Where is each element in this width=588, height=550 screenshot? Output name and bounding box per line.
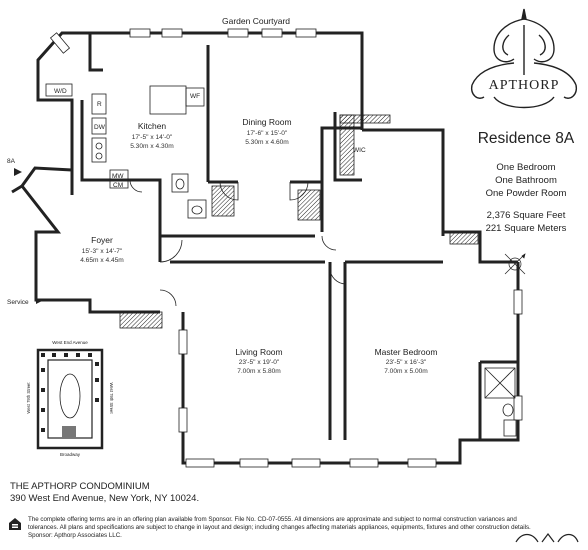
keyplan-left-label: West 79th Street: [26, 382, 31, 414]
master-name: Master Bedroom: [375, 347, 438, 357]
dining-name: Dining Room: [242, 117, 291, 127]
label-service: Service: [7, 299, 29, 306]
residence-title: Residence 8A: [477, 130, 575, 147]
dining-dim-metric: 5.30m x 4.60m: [245, 139, 289, 146]
equal-housing-icon: [9, 518, 21, 530]
label-wf: WF: [190, 93, 200, 100]
area-square-feet: 2,376 Square Feet: [486, 210, 566, 221]
sponsor-logo-icon: [515, 533, 579, 543]
living-dim-imperial: 23'-5" x 19'-0": [239, 359, 280, 366]
master-dim-metric: 7.00m x 5.00m: [384, 368, 428, 375]
keyplan-top-label: West End Avenue: [52, 340, 88, 345]
kitchen-dim-metric: 5.30m x 4.30m: [130, 143, 174, 150]
compass-icon: [504, 253, 526, 275]
foyer-dim-metric: 4.65m x 4.45m: [80, 257, 124, 264]
logo-text: APTHORP: [489, 78, 560, 93]
feature-powder-room: One Powder Room: [485, 188, 567, 199]
walls: [11, 31, 520, 465]
label-r: R: [97, 101, 102, 108]
label-wic: WIC: [353, 147, 366, 154]
apthorp-logo: APTHORP: [470, 8, 578, 109]
keyplan-right-label: West 79th Street: [109, 382, 114, 414]
label-cm: CM: [113, 182, 123, 189]
legal-disclaimer: The complete offering terms are in an of…: [28, 516, 580, 541]
building-name: THE APTHORP CONDOMINIUM: [10, 481, 150, 492]
garden-label: Garden Courtyard: [222, 16, 290, 26]
doors: [129, 179, 347, 307]
foyer-name: Foyer: [91, 235, 113, 245]
disclaimer-line-3: Sponsor: Apthorp Associates LLC.: [28, 532, 122, 540]
keyplan-highlight: [62, 426, 76, 438]
foyer-dim-imperial: 15'-3" x 14'-7": [82, 248, 123, 255]
windows: [49, 28, 523, 468]
building-address: 390 West End Avenue, New York, NY 10024.: [10, 493, 200, 504]
kitchen-dim-imperial: 17'-5" x 14'-0": [132, 134, 173, 141]
living-dim-metric: 7.00m x 5.80m: [237, 368, 281, 375]
bath-fixtures: [484, 367, 517, 437]
keyplan-bottom-label: Broadway: [60, 452, 81, 457]
disclaimer-line-2: tolerances. All plans and specifications…: [28, 524, 531, 532]
feature-bedroom: One Bedroom: [496, 162, 556, 173]
label-wd: W/D: [54, 88, 67, 95]
disclaimer-line-1: The complete offering terms are in an of…: [28, 516, 517, 523]
kitchen-fixtures: [45, 83, 207, 219]
dining-dim-imperial: 17'-6" x 15'-0": [247, 130, 288, 137]
area-square-meters: 221 Square Meters: [485, 223, 567, 234]
living-name: Living Room: [235, 347, 282, 357]
label-mw: MW: [112, 173, 124, 180]
kitchen-name: Kitchen: [138, 121, 167, 131]
label-dw: DW: [94, 124, 106, 131]
key-plan: West End Avenue Broadway West 79th Stree…: [26, 340, 114, 457]
entry-arrow-icon: [14, 168, 22, 176]
service-arrow-icon: [36, 298, 42, 304]
master-dim-imperial: 23'-5" x 16'-3": [386, 359, 427, 366]
label-unit: 8A: [7, 158, 16, 165]
closets: [119, 114, 479, 329]
feature-bathroom: One Bathroom: [495, 175, 557, 186]
